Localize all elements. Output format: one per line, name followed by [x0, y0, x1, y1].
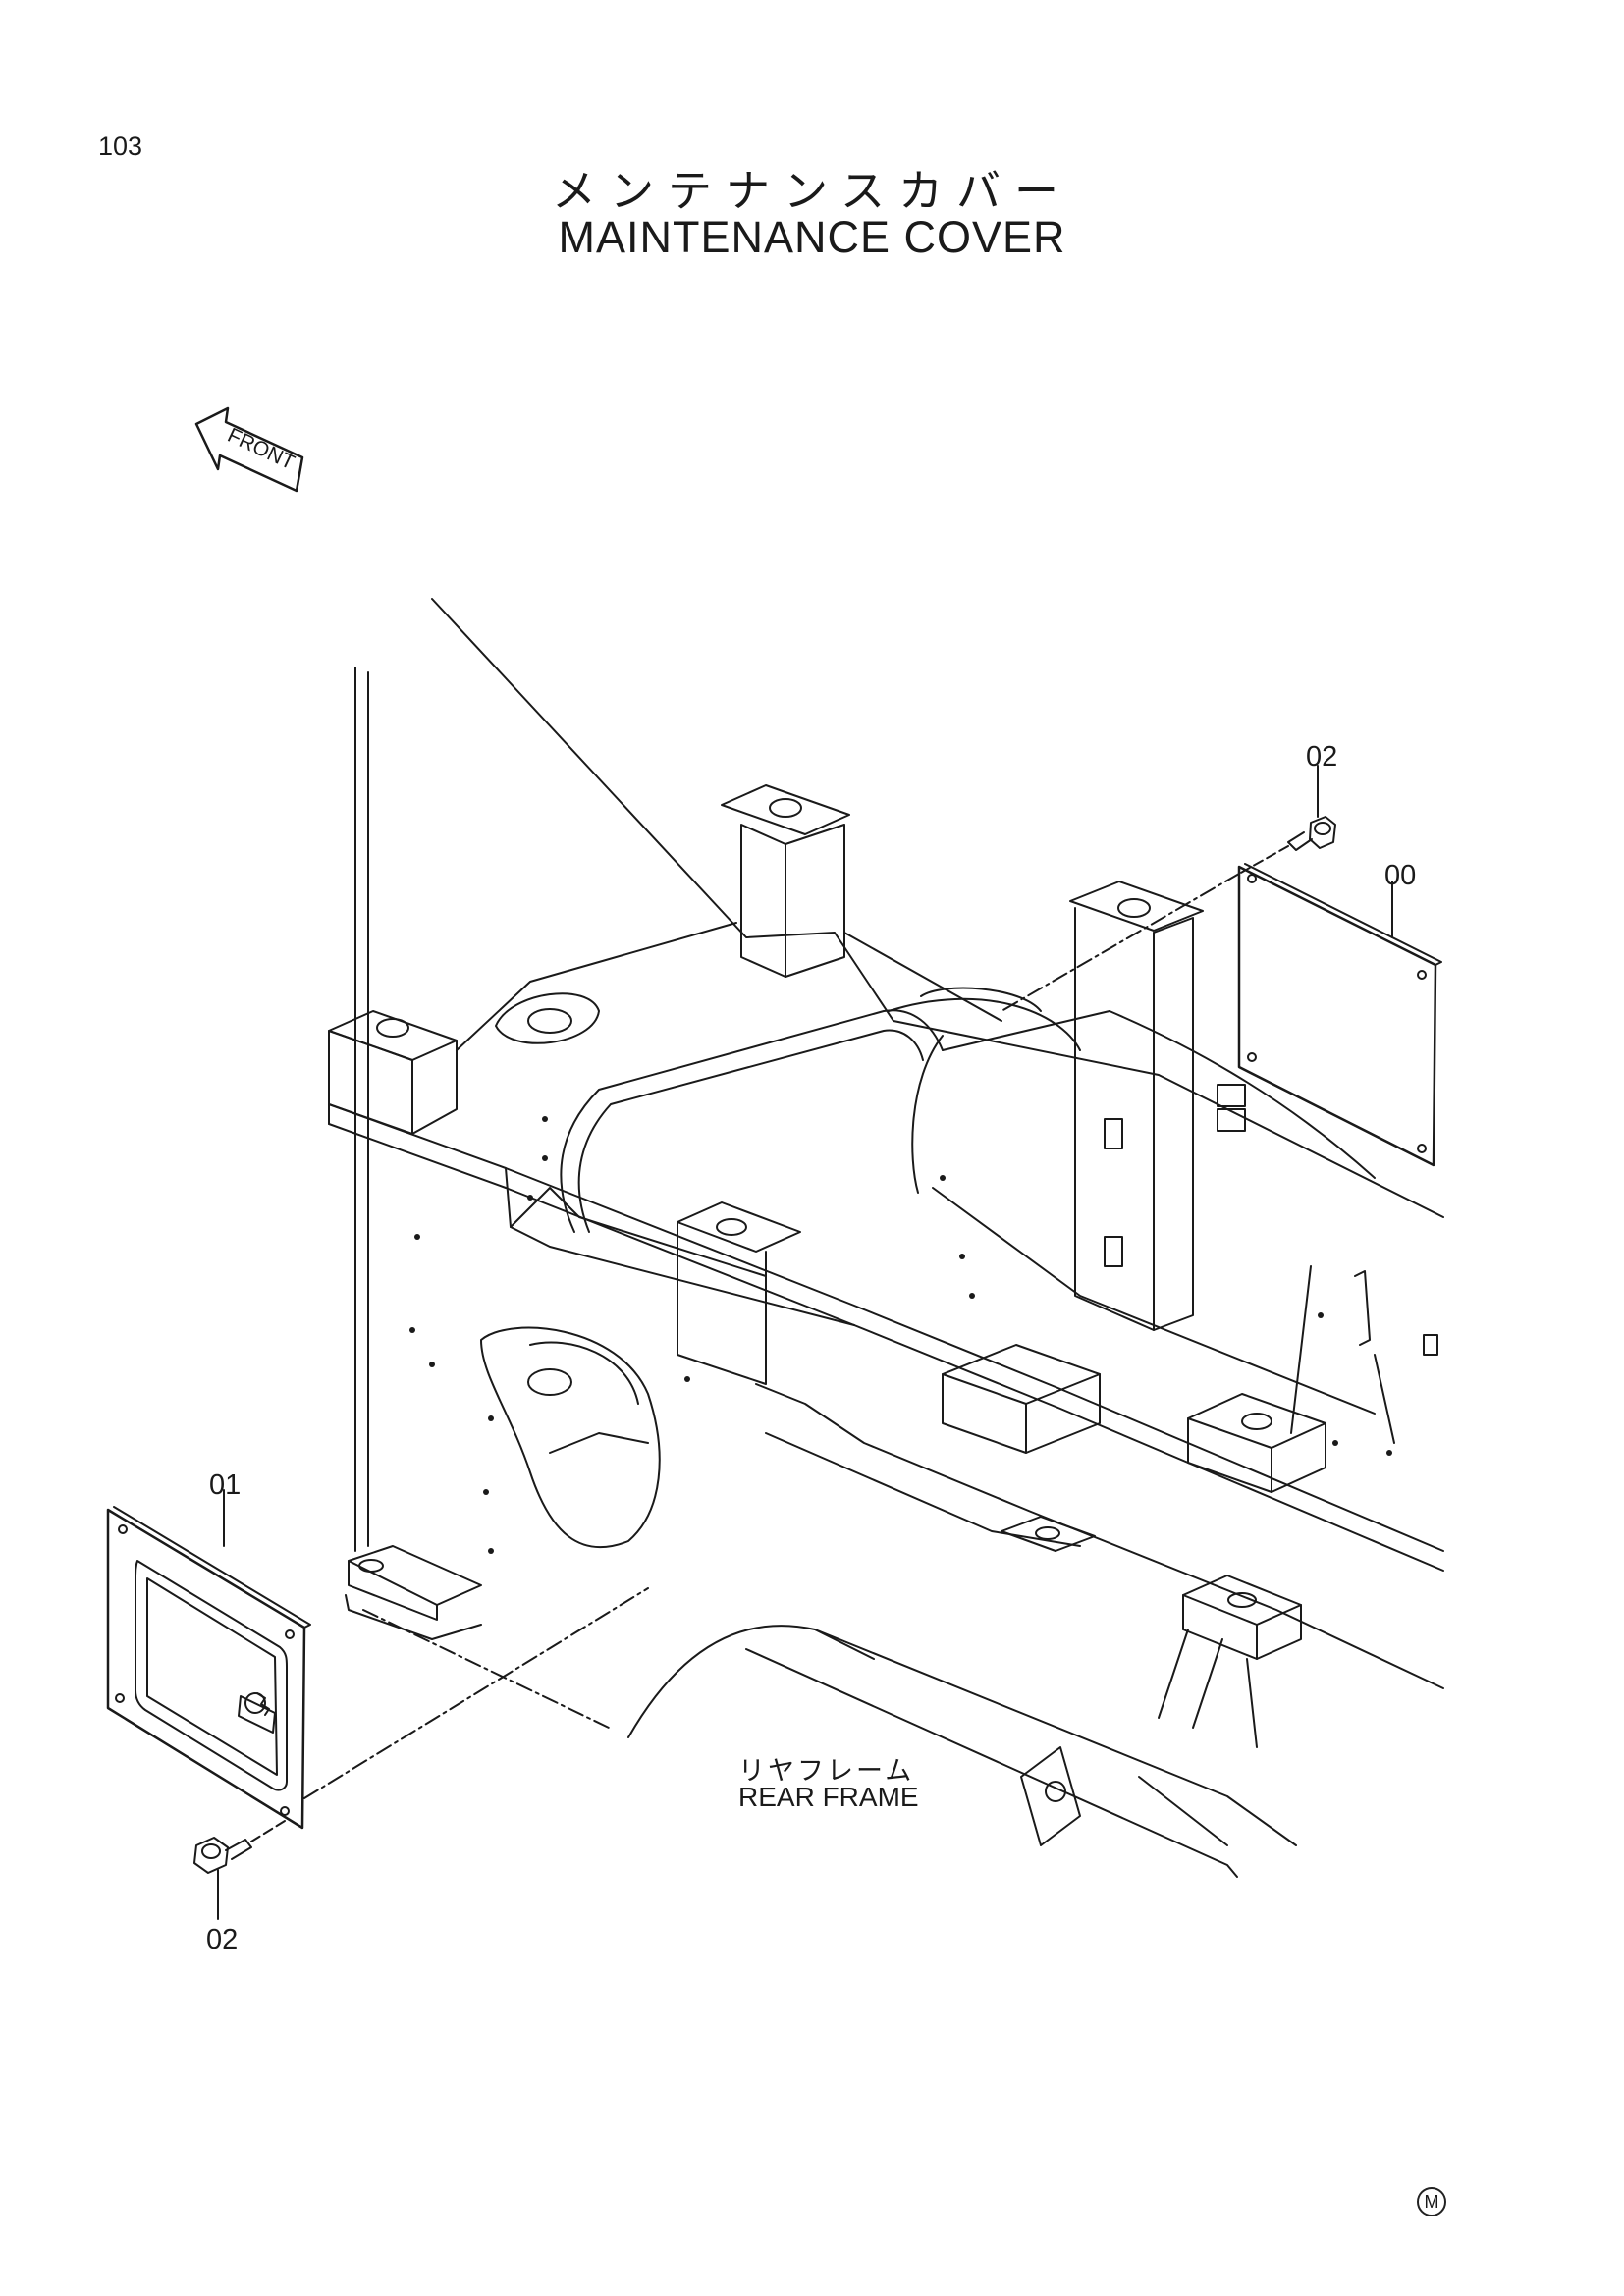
front-arrow-label: FRONT [224, 424, 298, 474]
rear-frame-label-en: REAR FRAME [738, 1782, 919, 1812]
title-japanese: メンテナンスカバー [551, 166, 1073, 216]
maintenance-cover-right [1237, 863, 1442, 1167]
maintenance-cover-left [106, 1489, 311, 1830]
callout-bolt-bottom: 02 [206, 1924, 239, 1955]
bolt-top [1287, 765, 1336, 851]
callout-cover-right: 00 [1384, 860, 1417, 891]
rear-frame-drawing [328, 598, 1444, 1878]
title-english: MAINTENANCE COVER [558, 212, 1066, 262]
footer-mark: M [1417, 2187, 1446, 2216]
rear-frame-label-ja: リヤフレーム [738, 1756, 915, 1786]
callout-bolt-top: 02 [1306, 741, 1338, 773]
callout-cover-left: 01 [209, 1469, 242, 1501]
front-arrow-icon: FRONT [194, 406, 304, 493]
page-number: 103 [98, 132, 143, 161]
bolt-bottom [193, 1837, 252, 1920]
